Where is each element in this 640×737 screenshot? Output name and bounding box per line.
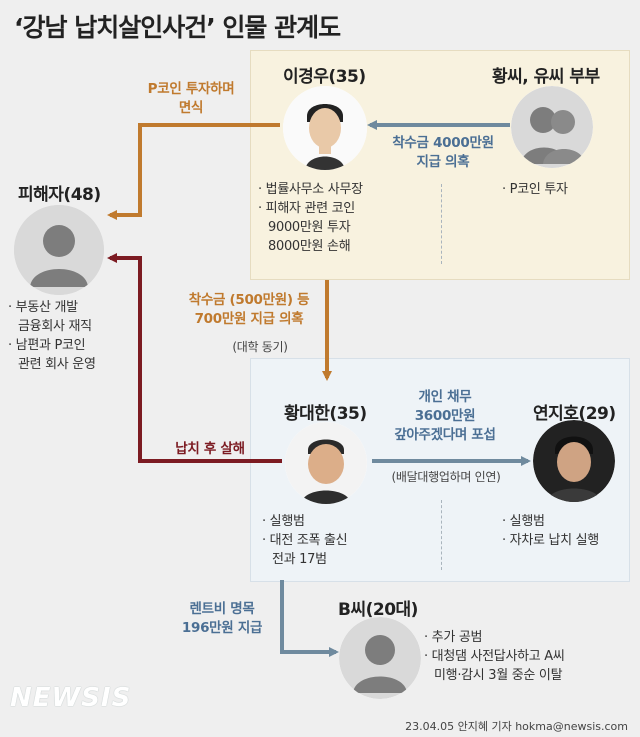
victim-avatar [14,205,104,295]
arrow-hwang-to-victim [107,253,282,463]
b-info-line: · 추가 공범 [424,630,483,645]
couple-avatar [511,86,593,168]
hwangdaehan-info: · 실행범 · 대전 조폭 출신 전과 17범 [262,512,348,569]
label-line: 갚아주겠다며 포섭 [394,427,496,443]
label-hwang-to-yeon: 개인 채무 3600만원 갚아주겠다며 포섭 [385,388,505,445]
hwangdaehan-info-line: 전과 17범 [272,552,327,567]
couple-silhouette-icon [511,86,593,168]
yeon-photo [533,420,615,502]
victim-info-line: · 부동산 개발 [8,300,78,315]
victim-info-line: 금융회사 재직 [18,319,92,334]
label-line: 지급 의혹 [416,154,470,170]
hwangdaehan-name: 황대한(35) [284,404,367,424]
lee-name: 이경우(35) [283,67,366,87]
lee-info: · 법률사무소 사무장 · 피해자 관련 코인 9000만원 투자 8000만원… [258,180,363,256]
b-info-line: 미행·감시 3월 중순 이탈 [434,668,563,683]
b-avatar [339,617,421,699]
victim-info: · 부동산 개발 금융회사 재직 · 남편과 P코인 관련 회사 운영 [8,298,96,374]
victim-name: 피해자(48) [18,185,101,205]
label-couple-to-lee: 착수금 4000만원 지급 의혹 [382,134,504,172]
person-silhouette-icon [339,617,421,699]
credit-line: 23.04.05 안지혜 기자 hokma@newsis.com [405,720,628,733]
couple-name: 황씨, 유씨 부부 [492,67,600,87]
label-college-friends: (대학 동기) [232,340,288,354]
page-title: ‘강남 납치살인사건’ 인물 관계도 [14,13,341,42]
victim-info-line: · 남편과 P코인 [8,338,86,353]
portrait-icon [283,86,367,170]
label-line: 3600만원 [414,408,476,424]
yeon-info-line: · 자차로 납치 실행 [502,533,599,548]
hwangdaehan-info-line: · 대전 조폭 출신 [262,533,348,548]
label-line: 착수금 4000만원 [392,135,494,151]
lee-photo [283,86,367,170]
label-line: 개인 채무 [418,389,472,405]
label-line: 착수금 (500만원) 등 [188,292,310,308]
lee-info-line: · 피해자 관련 코인 [258,201,355,216]
label-line: 196만원 지급 [181,620,263,636]
arrow-hwang-to-b [280,580,339,657]
middle-panel-divider [441,500,442,570]
newsis-logo: NEWSIS [10,683,132,713]
yeon-name: 연지호(29) [533,404,616,424]
yeon-info-line: · 실행범 [502,514,545,529]
couple-info: · P코인 투자 [502,180,568,199]
lee-info-line: · 법률사무소 사무장 [258,182,363,197]
hwangdaehan-photo [285,422,367,504]
label-line: 렌트비 명목 [189,601,255,617]
b-info: · 추가 공범 · 대청댐 사전답사하고 A씨 미행·감시 3월 중순 이탈 [424,628,565,685]
label-lee-to-victim: P코인 투자하며 면식 [136,80,246,118]
label-line: 면식 [178,100,204,116]
lee-info-line: 9000만원 투자 [268,220,351,235]
label-delivery-acquaintance: (배달대행업하며 인연) [391,470,501,484]
portrait-icon [533,420,615,502]
label-line: 700만원 지급 의혹 [194,311,304,327]
person-silhouette-icon [14,205,104,295]
victim-info-line: 관련 회사 운영 [18,357,96,372]
yeon-info: · 실행범 · 자차로 납치 실행 [502,512,599,550]
b-name: B씨(20대) [338,600,418,620]
portrait-icon [285,422,367,504]
couple-info-line: · P코인 투자 [502,182,568,197]
top-panel-divider [441,184,442,264]
label-lee-to-hwang: 착수금 (500만원) 등 700만원 지급 의혹 [176,291,322,329]
lee-info-line: 8000만원 손해 [268,239,351,254]
label-line: P코인 투자하며 [147,81,235,97]
arrow-lee-to-victim [107,123,280,220]
label-hwang-to-b: 렌트비 명목 196만원 지급 [170,600,274,638]
b-info-line: · 대청댐 사전답사하고 A씨 [424,649,565,664]
hwangdaehan-info-line: · 실행범 [262,514,305,529]
label-hwang-to-victim: 납치 후 살해 [175,441,245,457]
